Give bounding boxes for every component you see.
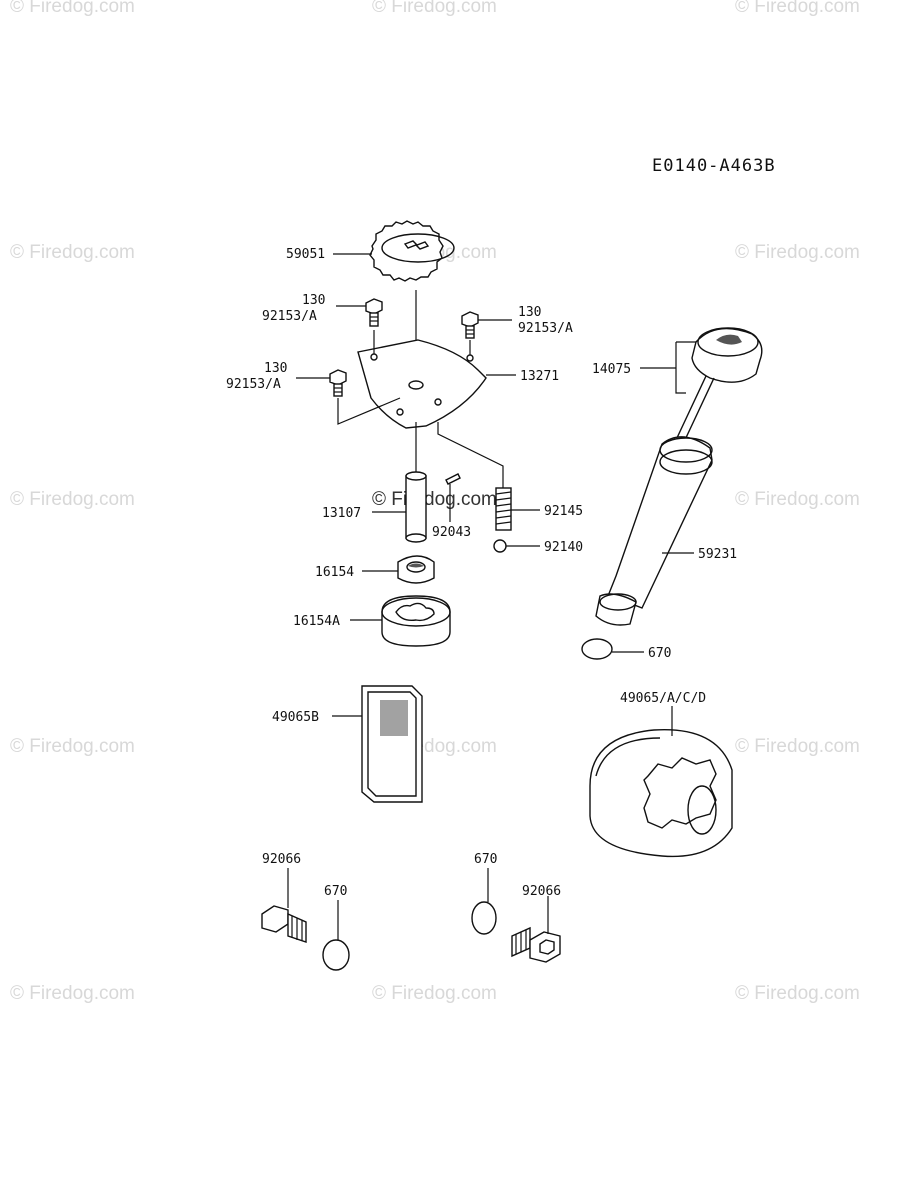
part-49065-oil-filter[interactable]	[589, 728, 733, 858]
watermark: © Firedog.com	[735, 736, 860, 757]
watermark: © Firedog.com	[735, 0, 860, 17]
part-92066-drain-plug-right[interactable]	[511, 926, 561, 963]
part-92145-spring[interactable]	[495, 487, 512, 531]
diagram-code: E0140-A463B	[652, 156, 776, 176]
part-13107-shaft[interactable]	[405, 471, 427, 543]
label-92145[interactable]: 92145	[544, 504, 583, 519]
part-13271-cover-plate[interactable]	[357, 339, 487, 429]
watermark: © Firedog.com	[372, 0, 497, 17]
label-92153-a[interactable]: 92153/A	[262, 309, 317, 324]
label-130-c[interactable]: 130	[264, 361, 287, 376]
watermark: © Firedog.com	[10, 0, 135, 17]
part-92043-pin[interactable]	[445, 473, 461, 485]
leader-line	[437, 422, 504, 488]
part-16154-inner-rotor[interactable]	[397, 555, 435, 584]
watermark: © Firedog.com	[10, 736, 135, 757]
label-130-b[interactable]: 130	[518, 305, 541, 320]
part-130-bolt-upper-left[interactable]	[365, 298, 383, 327]
label-13107[interactable]: 13107	[322, 506, 361, 521]
part-14075-dipstick-cap[interactable]	[675, 327, 763, 443]
label-92153-b[interactable]: 92153/A	[518, 321, 573, 336]
part-59051-gear[interactable]	[369, 220, 455, 282]
watermark: © Firedog.com	[735, 489, 860, 510]
label-92066-a[interactable]: 92066	[262, 852, 301, 867]
watermark: © Firedog.com	[372, 983, 497, 1004]
part-16154a-outer-rotor[interactable]	[381, 595, 451, 647]
leader-line	[675, 342, 686, 394]
part-130-bolt-left[interactable]	[329, 369, 347, 397]
part-670-oring-center[interactable]	[471, 901, 497, 935]
label-49065b[interactable]: 49065B	[272, 710, 319, 725]
label-92153-c[interactable]: 92153/A	[226, 377, 281, 392]
watermarks: © Firedog.com © Firedog.com © Firedog.co…	[10, 0, 860, 1004]
watermark: © Firedog.com	[735, 242, 860, 263]
watermark: © Firedog.com	[10, 489, 135, 510]
part-92140-ball[interactable]	[493, 539, 507, 553]
label-59051[interactable]: 59051	[286, 247, 325, 262]
label-14075[interactable]: 14075	[592, 362, 631, 377]
label-16154[interactable]: 16154	[315, 565, 354, 580]
watermark: © Firedog.com	[372, 489, 497, 510]
label-670-a[interactable]: 670	[648, 646, 671, 661]
label-92140[interactable]: 92140	[544, 540, 583, 555]
part-670-oring-left[interactable]	[322, 939, 350, 971]
part-59231-filler-tube[interactable]	[595, 436, 713, 626]
part-670-oring-tube[interactable]	[581, 638, 613, 660]
part-49065b-strainer[interactable]	[361, 685, 423, 803]
label-670-b[interactable]: 670	[324, 884, 347, 899]
part-92066-drain-plug-left[interactable]	[261, 905, 307, 943]
label-92043[interactable]: 92043	[432, 525, 471, 540]
leader-line	[337, 397, 401, 425]
label-130-a[interactable]: 130	[302, 293, 325, 308]
label-59231[interactable]: 59231	[698, 547, 737, 562]
watermark: © Firedog.com	[10, 983, 135, 1004]
watermark: © Firedog.com	[10, 242, 135, 263]
label-16154a[interactable]: 16154A	[293, 614, 340, 629]
label-92066-b[interactable]: 92066	[522, 884, 561, 899]
part-130-bolt-upper-right[interactable]	[461, 311, 479, 339]
label-49065[interactable]: 49065/A/C/D	[620, 691, 706, 706]
label-13271[interactable]: 13271	[520, 369, 559, 384]
label-670-c[interactable]: 670	[474, 852, 497, 867]
watermark: © Firedog.com	[735, 983, 860, 1004]
